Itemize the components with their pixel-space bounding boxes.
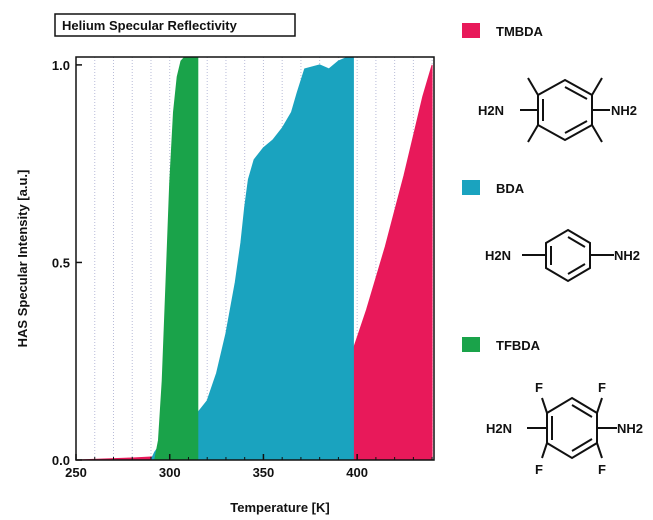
benzene-ring (546, 396, 598, 460)
bda-left-amine: H2N (485, 248, 511, 263)
fluoro-bond (596, 397, 603, 414)
fluoro-bond (596, 442, 603, 459)
bda-right-amine: NH2 (614, 248, 640, 263)
fluoro-bond (541, 442, 548, 459)
x-axis-label: Temperature [K] (230, 500, 329, 515)
legend-label-tmbda: TMBDA (496, 24, 544, 39)
legend-label-tfbda: TFBDA (496, 338, 541, 353)
fluorine-label: F (598, 462, 606, 477)
benzene-ring (537, 78, 593, 142)
chart-title-box: Helium Specular Reflectivity (54, 13, 296, 37)
double-bond (564, 120, 588, 134)
methyl-bond (527, 124, 539, 143)
double-bond (567, 236, 586, 248)
legend-label-bda: BDA (496, 181, 525, 196)
double-bond (571, 404, 593, 418)
fluorine-label: F (598, 380, 606, 395)
chart-title: Helium Specular Reflectivity (62, 18, 238, 33)
double-bond (567, 263, 586, 275)
molecule-bda (522, 228, 614, 283)
benzene-ring (545, 228, 591, 283)
series-areas (75, 56, 433, 461)
plot-border (75, 56, 435, 461)
y-tick-label: 0.5 (52, 255, 70, 270)
legend-swatch-tfbda (462, 337, 480, 352)
x-tick-label: 350 (253, 465, 275, 480)
y-tick-label: 1.0 (52, 58, 70, 73)
title-frame (54, 13, 296, 37)
fluorine-label: F (535, 462, 543, 477)
y-axis-label: HAS Specular Intensity [a.u.] (15, 170, 30, 348)
double-bond (564, 86, 588, 100)
fluorine-label: F (535, 380, 543, 395)
molecule-tmbda (520, 77, 610, 143)
tfbda-left-amine: H2N (486, 421, 512, 436)
axis-ticks: 250 300 350 400 0.0 0.5 1.0 (52, 58, 433, 480)
molecule-tfbda (527, 396, 617, 460)
legend: TMBDA BDA TFBDA (462, 23, 544, 353)
x-tick-label: 250 (65, 465, 87, 480)
legend-swatch-bda (462, 180, 480, 195)
double-bond (571, 438, 593, 452)
series-area-tfbda (154, 56, 199, 461)
tmbda-right-amine: NH2 (611, 103, 637, 118)
fluoro-bond (541, 397, 548, 414)
plot-frame (75, 56, 435, 461)
methyl-bond (591, 77, 603, 96)
tfbda-right-amine: NH2 (617, 421, 643, 436)
methyl-bond (527, 77, 539, 96)
tmbda-left-amine: H2N (478, 103, 504, 118)
x-tick-label: 400 (346, 465, 368, 480)
y-tick-label: 0.0 (52, 453, 70, 468)
x-tick-label: 300 (159, 465, 181, 480)
methyl-bond (591, 124, 603, 143)
legend-swatch-tmbda (462, 23, 480, 38)
